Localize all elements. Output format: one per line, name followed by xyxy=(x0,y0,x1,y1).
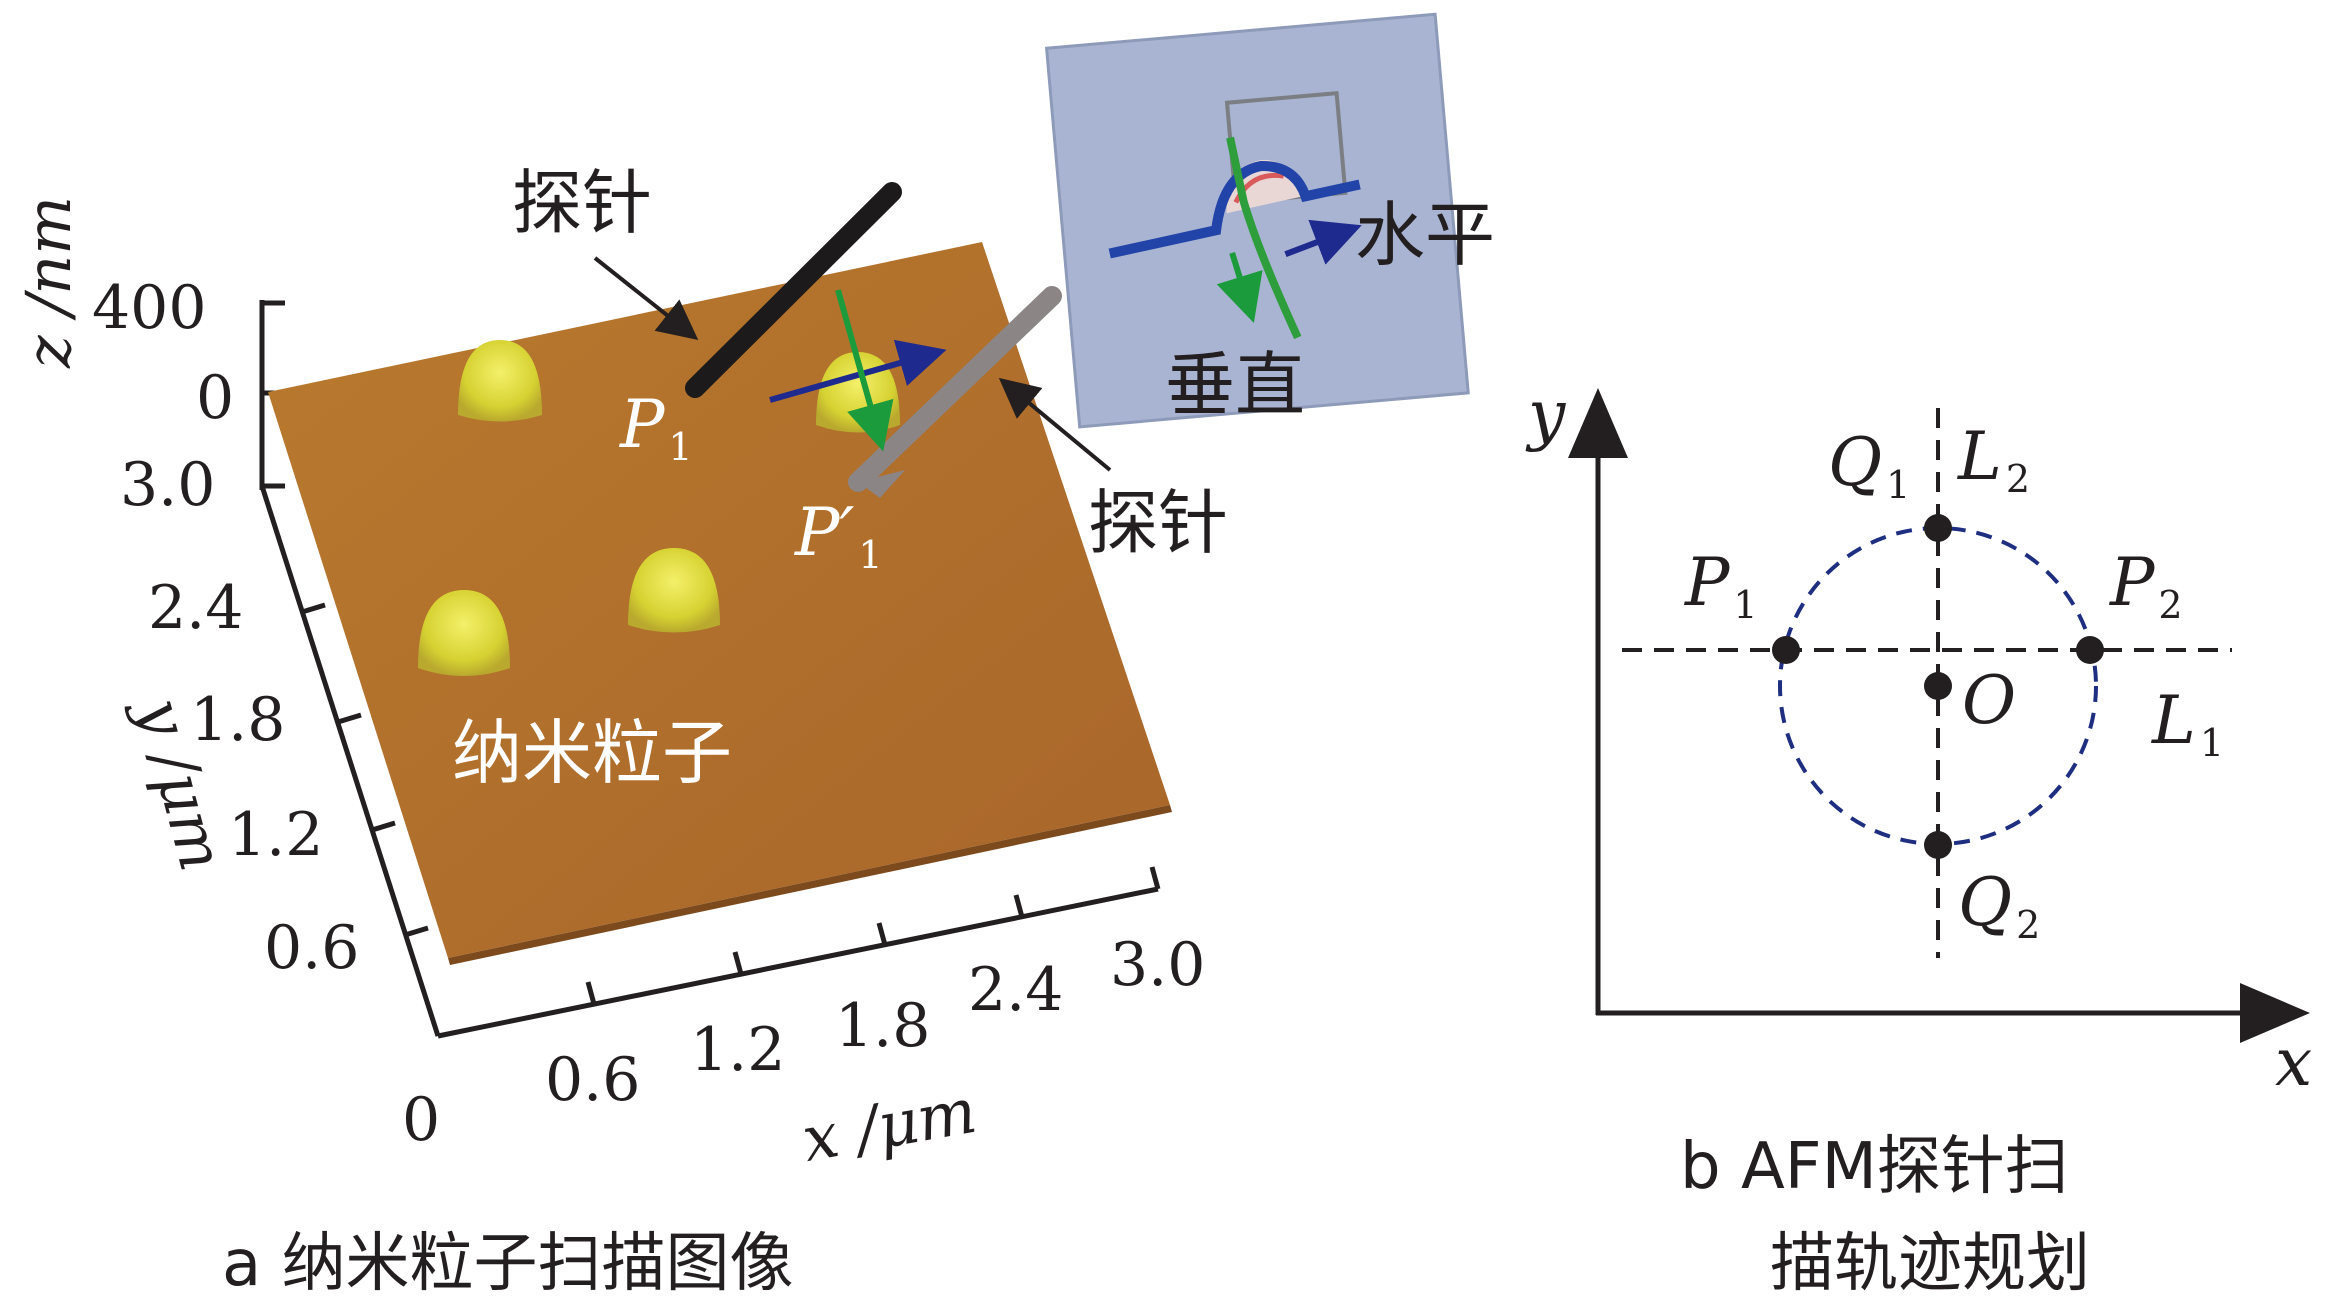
probe-black xyxy=(685,182,902,398)
inset-vertical-label: 垂直 xyxy=(1165,344,1305,426)
label-Q2-sub: 2 xyxy=(2016,903,2041,948)
inset-vertical-profile xyxy=(1226,136,1302,340)
y-tick-0-6: 0.6 xyxy=(264,913,360,983)
inset-scan-image xyxy=(1044,12,1470,429)
afm-3d-plot xyxy=(259,12,1470,1039)
y-tick-1-2: 1.2 xyxy=(228,800,324,870)
point-p1prime-sub: 1 xyxy=(858,533,883,578)
label-O: O xyxy=(1962,662,2017,739)
label-P1-letter: P xyxy=(1685,544,1730,621)
x-tick xyxy=(876,922,888,946)
caption-b-line1: b AFM探针扫 xyxy=(1680,1130,2069,1204)
trajectory-plot xyxy=(1568,388,2310,1043)
y-tick-2-4: 2.4 xyxy=(148,573,244,643)
y-tick xyxy=(371,820,396,833)
point-p1-letter: P xyxy=(620,386,665,463)
b-y-label: y xyxy=(1528,376,1566,453)
z-tick-400: 400 xyxy=(92,273,207,343)
x-tick xyxy=(1013,894,1025,918)
inset-border xyxy=(1044,12,1470,429)
inset-horizontal-arrow xyxy=(1284,219,1362,265)
label-L1-sub: 1 xyxy=(2199,721,2225,766)
x-tick-3-0: 3.0 xyxy=(1110,930,1206,1000)
inset-horizontal-label: 水平 xyxy=(1355,194,1495,276)
y-axis-line xyxy=(259,485,441,1037)
caption-b-line2: 描轨迹规划 xyxy=(1770,1227,2090,1301)
nanoparticle xyxy=(458,340,542,422)
x-tick-0: 0 xyxy=(402,1085,441,1155)
surface-edge xyxy=(448,805,1172,965)
y-tick xyxy=(301,602,326,615)
probe-pointer-2 xyxy=(998,377,1112,472)
x-tick-2-4: 2.4 xyxy=(968,955,1064,1025)
x-axis-line xyxy=(437,886,1159,1039)
label-Q2-letter: Q xyxy=(1958,864,2013,941)
point-P1 xyxy=(1772,636,1800,664)
nanoparticle xyxy=(628,548,720,633)
label-P2-sub: 2 xyxy=(2158,583,2183,628)
inset-background xyxy=(1046,14,1469,427)
x-tick-0-6: 0.6 xyxy=(545,1045,641,1115)
point-O xyxy=(1924,672,1952,700)
y-tick-1-8: 1.8 xyxy=(190,685,286,755)
probe-pointer-1 xyxy=(593,256,699,340)
z-tick-0: 0 xyxy=(196,363,235,433)
x-tick xyxy=(1149,866,1161,890)
vertical-scan-arrow xyxy=(835,289,894,452)
point-Q2 xyxy=(1924,831,1952,859)
point-Q1 xyxy=(1924,514,1952,542)
x-tick-1-8: 1.8 xyxy=(835,991,931,1061)
label-L1-letter: L xyxy=(2152,682,2196,759)
caption-a: a 纳米粒子扫描图像 xyxy=(222,1227,794,1301)
label-Q1-sub: 1 xyxy=(1886,463,1911,508)
probe-label-2: 探针 xyxy=(1088,482,1228,564)
label-Q1-letter: Q xyxy=(1828,424,1883,501)
z-axis-label: z /nm xyxy=(12,196,85,368)
probe-gray-tip xyxy=(858,470,905,498)
point-P2 xyxy=(2076,636,2104,664)
y-tick xyxy=(337,712,362,725)
probe-label-1: 探针 xyxy=(512,162,652,244)
sample-surface xyxy=(268,242,1170,958)
nanoparticle-label: 纳米粒子 xyxy=(452,712,732,794)
inset-vertical-arrow xyxy=(1216,251,1263,323)
point-p1-sub: 1 xyxy=(668,425,693,470)
point-p1prime-letter: P′ xyxy=(795,494,855,571)
x-tick xyxy=(732,951,744,975)
label-L2-letter: L xyxy=(1958,418,2002,495)
inset-horizontal-profile xyxy=(1108,161,1361,259)
horizontal-scan-arrow xyxy=(769,339,947,403)
x-tick xyxy=(585,981,597,1005)
point-p1prime-label: P′1 xyxy=(795,500,883,578)
label-P2-letter: P xyxy=(2110,544,2155,621)
inset-particle-shading xyxy=(1233,172,1285,204)
y-tick xyxy=(404,925,429,938)
x-tick-1-2: 1.2 xyxy=(690,1015,786,1085)
label-P1-sub: 1 xyxy=(1733,583,1758,628)
nanoparticle xyxy=(418,590,510,676)
label-L2-sub: 2 xyxy=(2005,457,2031,502)
y-tick-3-0: 3.0 xyxy=(120,450,216,520)
b-x-label: x xyxy=(2275,1024,2313,1101)
